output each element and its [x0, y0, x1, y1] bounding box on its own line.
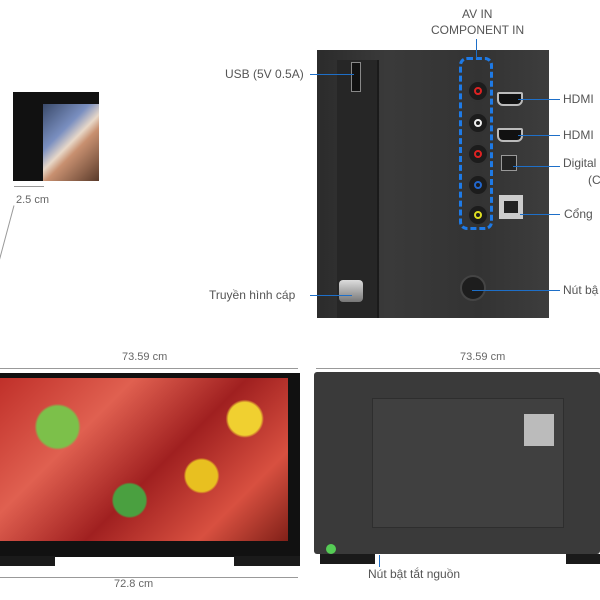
av-jack-white-icon	[467, 112, 489, 134]
front-width-bottom-arrow	[0, 577, 298, 578]
optical-port-icon	[501, 155, 517, 171]
front-width-top-label: 73.59 cm	[122, 351, 168, 363]
front-stand-right	[234, 556, 300, 566]
lan-port-icon	[499, 195, 523, 219]
usb-port-icon	[351, 62, 361, 92]
front-width-bottom-label: 72.8 cm	[114, 578, 154, 590]
bezel-thickness-label: 2.5 cm	[16, 194, 50, 206]
av-component-highlight	[459, 57, 493, 230]
back-power-callout-line	[379, 555, 380, 567]
power-button-label: Nút bậ	[563, 283, 599, 297]
digital-audio-label: Digital	[563, 156, 597, 170]
component-jack-blue-icon	[467, 174, 489, 196]
back-stand-right	[566, 554, 600, 564]
back-width-top-arrow	[316, 368, 600, 369]
lan-port-label: Cổng	[564, 207, 593, 221]
component-in-label: COMPONENT IN	[431, 23, 525, 37]
ports-photo	[317, 50, 549, 318]
back-stand-left	[320, 554, 375, 564]
cable-tv-label: Truyền hình cáp	[209, 288, 296, 302]
usb-label: USB (5V 0.5A)	[225, 67, 304, 81]
power-callout-line	[472, 290, 560, 291]
av-in-label: AV IN	[462, 7, 493, 21]
hdmi-1-label: HDMI	[563, 92, 594, 106]
front-width-top-arrow	[0, 368, 298, 369]
digital-callout-line	[513, 166, 560, 167]
hdmi-2-callout-line	[518, 135, 560, 136]
av-callout-line	[476, 39, 477, 58]
hdmi-2-label: HDMI	[563, 128, 594, 142]
back-power-button-label: Nút bật tắt nguồn	[368, 567, 461, 581]
lan-callout-line	[520, 214, 560, 215]
bezel-closeup-image	[13, 92, 99, 181]
component-jack-green-icon	[467, 204, 489, 226]
coax-port-icon	[339, 280, 363, 302]
back-tv-image	[314, 372, 600, 554]
bezel-dimension-arrow	[14, 186, 44, 187]
back-width-top-label: 73.59 cm	[460, 351, 506, 363]
av-jack-red-icon	[467, 80, 489, 102]
front-tv-image	[0, 373, 300, 557]
pointer-line	[0, 205, 15, 264]
hdmi-1-callout-line	[518, 99, 560, 100]
power-button-icon	[460, 275, 486, 301]
cable-tv-callout-line	[310, 295, 352, 296]
usb-callout-line	[310, 74, 354, 75]
component-jack-red-icon	[467, 143, 489, 165]
front-stand-left	[0, 556, 55, 566]
digital-audio-label-line2: (C	[588, 173, 600, 187]
